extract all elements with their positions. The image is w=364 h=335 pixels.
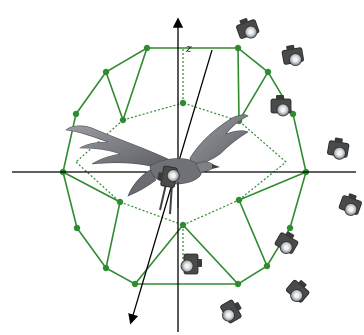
camera-icon — [181, 254, 202, 274]
camera-icon — [234, 15, 260, 42]
camera-icon — [217, 297, 245, 325]
z-axis-label: z — [185, 42, 192, 55]
bird-in-flight-icon — [66, 115, 248, 214]
camera-icon — [281, 43, 304, 67]
camera-icon — [284, 276, 313, 305]
camera-icon — [273, 229, 301, 257]
camera-icon — [271, 95, 291, 116]
camera-icon — [327, 136, 350, 160]
camera-icon — [338, 191, 364, 218]
